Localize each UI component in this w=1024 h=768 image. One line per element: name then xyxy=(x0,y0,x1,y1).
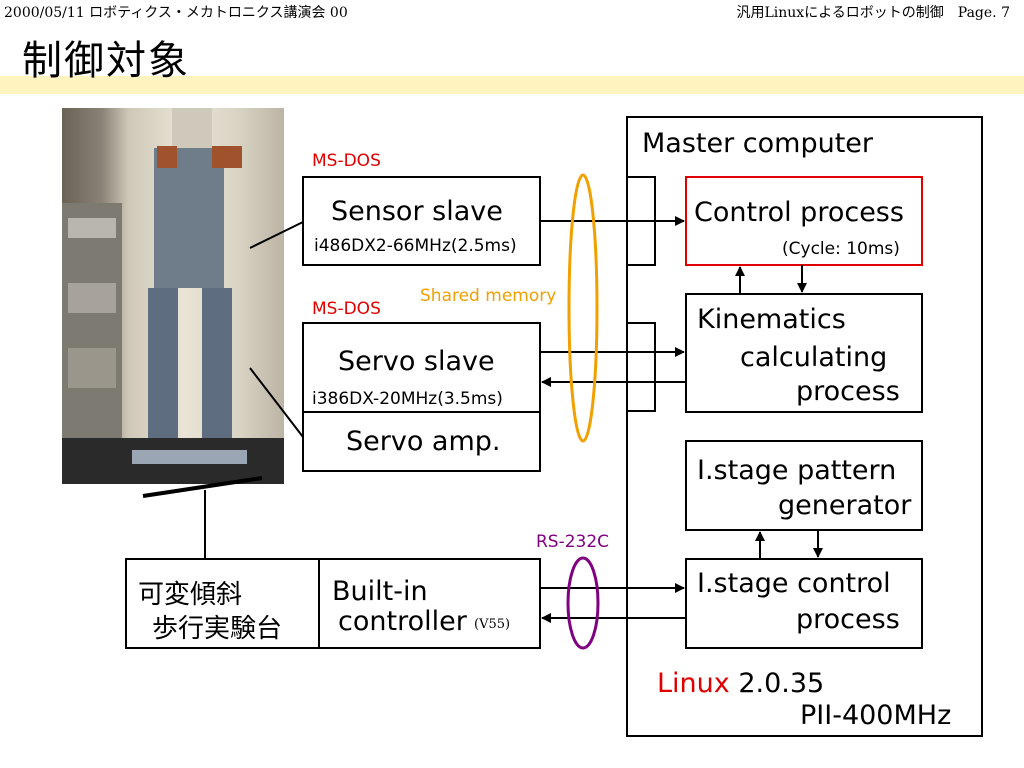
sensor-leader-line xyxy=(249,221,304,249)
rack-panel xyxy=(68,348,116,388)
page-number: Page. 7 xyxy=(957,5,1010,21)
kinematics-line3: process xyxy=(796,376,900,407)
rs232c-label: RS-232C xyxy=(536,532,610,552)
v55-label: (V55) xyxy=(474,617,511,632)
istage-control-box xyxy=(685,558,923,649)
rack-panel xyxy=(68,283,116,313)
stage-jp-line1: 可変傾斜 xyxy=(138,580,243,610)
header-left: 2000/05/11 ロボティクス・メカトロニクス講演会 00 xyxy=(4,5,348,21)
shared-memory-ellipse xyxy=(567,173,599,443)
servo-slave-box xyxy=(302,322,541,472)
sensor-spec-label: i486DX2-66MHz(2.5ms) xyxy=(314,236,517,256)
robot-leg-left xyxy=(148,288,178,458)
rs232c-ellipse xyxy=(566,556,600,650)
os-name: Linux xyxy=(657,668,730,699)
sensor-time: (2.5ms) xyxy=(450,236,517,256)
robot-head xyxy=(172,108,212,148)
platform-leader-line xyxy=(142,476,263,498)
control-process-box xyxy=(685,176,923,266)
header-right: 汎用Linuxによるロボットの制御 Page. 7 xyxy=(737,2,1011,22)
servo-os-label: MS-DOS xyxy=(312,299,381,319)
robot-shoulder xyxy=(212,146,242,168)
rack-panel xyxy=(68,218,116,238)
pattern-generator-box xyxy=(685,440,923,531)
robot-shoulder xyxy=(157,146,177,168)
os-version: 2.0.35 xyxy=(729,668,825,699)
robot-foot xyxy=(192,450,247,464)
robot-foot xyxy=(132,450,192,464)
builtin-line1: Built-in xyxy=(332,576,428,607)
page-title: 制御対象 xyxy=(22,38,190,84)
servo-leader-line xyxy=(249,367,304,438)
kinematics-line2: calculating xyxy=(740,342,888,373)
kinematics-box xyxy=(685,293,923,413)
servo-spec: i386DX-20MHz xyxy=(312,389,438,409)
sensor-spec: i486DX2-66MHz xyxy=(314,236,451,256)
os-label: Linux 2.0.35 xyxy=(657,668,824,699)
istage-control-line1: I.stage control xyxy=(697,568,891,599)
robot-leg-right xyxy=(202,288,232,458)
control-cycle-label: (Cycle: 10ms) xyxy=(782,239,900,259)
servo-spec-label: i386DX-20MHz(3.5ms) xyxy=(312,389,503,409)
servo-interface-bracket xyxy=(627,322,656,412)
pattern-line1: I.stage pattern xyxy=(697,455,897,486)
shared-memory-label: Shared memory xyxy=(420,286,557,306)
rack-shape xyxy=(62,203,122,453)
builtin-line2: controller xyxy=(338,606,467,637)
robot-torso xyxy=(154,148,224,288)
header-subtitle: 汎用Linuxによるロボットの制御 xyxy=(736,5,944,21)
istage-control-line2: process xyxy=(796,604,900,635)
sensor-os-label: MS-DOS xyxy=(312,151,381,171)
kinematics-line1: Kinematics xyxy=(697,304,846,335)
servo-amp-label: Servo amp. xyxy=(346,426,501,457)
master-computer-box xyxy=(626,116,983,737)
cpu-label: PII-400MHz xyxy=(800,700,952,731)
robot-photo xyxy=(62,108,284,484)
title-underbar xyxy=(0,76,1024,94)
robot-photo-drawing xyxy=(62,108,284,484)
control-process-label: Control process xyxy=(694,197,904,228)
servo-slave-label: Servo slave xyxy=(338,346,495,377)
pattern-line2: generator xyxy=(778,490,912,521)
master-computer-label: Master computer xyxy=(642,128,874,159)
stage-jp-line2: 歩行実験台 xyxy=(152,614,283,644)
sensor-slave-label: Sensor slave xyxy=(331,196,503,227)
servo-time: (3.5ms) xyxy=(437,389,503,409)
stage-box xyxy=(125,558,541,649)
sensor-slave-box xyxy=(302,176,541,266)
